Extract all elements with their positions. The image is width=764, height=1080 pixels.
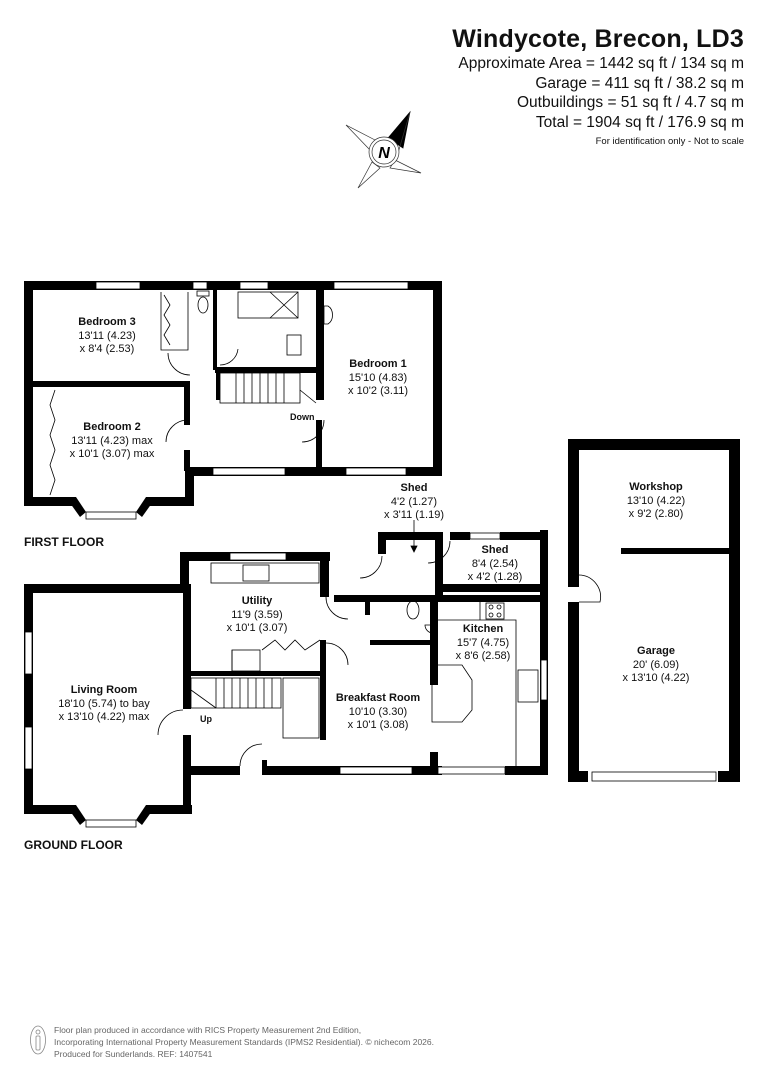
room-dim: 15'7 (4.75)	[456, 636, 510, 649]
room-bedroom-1: Bedroom 1 15'10 (4.83) x 10'2 (3.11)	[348, 358, 408, 399]
footer-line-1: Floor plan produced in accordance with R…	[54, 1025, 362, 1035]
room-name: Workshop	[629, 481, 683, 493]
room-bedroom-3: Bedroom 3 13'11 (4.23) x 8'4 (2.53)	[78, 316, 136, 357]
room-dim: 13'10 (4.22)	[626, 494, 686, 507]
person-info-icon	[30, 1025, 46, 1055]
room-dim: x 10'1 (3.07) max	[69, 448, 155, 460]
room-name: Bedroom 2	[83, 421, 141, 433]
first-floor-walls	[24, 281, 442, 517]
first-floor-fixtures	[49, 290, 333, 496]
room-dim: x 13'10 (4.22) max	[58, 711, 150, 723]
room-dim: x 8'4 (2.53)	[79, 343, 135, 355]
room-name: Kitchen	[462, 623, 504, 635]
footer-line-2: Incorporating International Property Mea…	[54, 1037, 434, 1047]
room-shed-large: Shed 8'4 (2.54) x 4'2 (1.28)	[468, 544, 523, 585]
room-dim: 10'10 (3.30)	[348, 705, 408, 718]
svg-text:N: N	[378, 145, 390, 162]
room-bedroom-2: Bedroom 2 13'11 (4.23) max x 10'1 (3.07)…	[70, 421, 155, 462]
stairs-up-label: Up	[200, 714, 212, 724]
room-dim: x 13'10 (4.22)	[622, 672, 690, 684]
room-name: Bedroom 1	[349, 358, 407, 370]
stairs-down-label: Down	[290, 412, 315, 422]
room-dim: x 3'11 (1.19)	[384, 509, 444, 521]
room-dim: x 10'1 (3.07)	[226, 622, 288, 634]
room-dim: 11'9 (3.59)	[231, 608, 283, 621]
property-title: Windycote, Brecon, LD3	[452, 25, 744, 53]
room-name: Utility	[241, 595, 273, 607]
room-dim: 8'4 (2.54)	[471, 557, 519, 570]
garage-fixtures	[578, 574, 717, 782]
room-dim: x 10'2 (3.11)	[348, 385, 408, 397]
room-name: Garage	[637, 645, 675, 657]
room-name: Shed	[481, 544, 509, 556]
room-dim: 13'11 (4.23) max	[71, 434, 153, 447]
room-dim: x 4'2 (1.28)	[467, 571, 523, 583]
room-living-room: Living Room 18'10 (5.74) to bay x 13'10 …	[58, 684, 149, 725]
room-name: Bedroom 3	[78, 316, 136, 328]
room-dim: x 10'1 (3.08)	[347, 719, 409, 731]
room-shed-small: Shed 4'2 (1.27) x 3'11 (1.19)	[384, 482, 444, 523]
room-utility: Utility 11'9 (3.59) x 10'1 (3.07)	[227, 595, 288, 636]
first-floor-windows	[85, 281, 409, 520]
footer: Floor plan produced in accordance with R…	[30, 1024, 434, 1060]
room-dim: x 9'2 (2.80)	[628, 508, 684, 520]
room-dim: x 8'6 (2.58)	[455, 650, 511, 662]
room-dim: 4'2 (1.27)	[390, 495, 438, 508]
room-name: Living Room	[70, 684, 138, 696]
area-garage: Garage = 411 sq ft / 38.2 sq m	[535, 74, 744, 92]
room-dim: 13'11 (4.23)	[78, 329, 136, 342]
room-garage: Garage 20' (6.09) x 13'10 (4.22)	[623, 645, 690, 686]
plan-header: Windycote, Brecon, LD3 Approximate Area …	[452, 24, 744, 147]
garage-walls	[568, 439, 740, 782]
room-kitchen: Kitchen 15'7 (4.75) x 8'6 (2.58)	[456, 623, 511, 664]
area-approximate: Approximate Area = 1442 sq ft / 134 sq m	[458, 55, 744, 72]
room-breakfast-room: Breakfast Room 10'10 (3.30) x 10'1 (3.08…	[336, 692, 420, 733]
compass-north-icon: N	[345, 110, 422, 189]
area-outbuildings: Outbuildings = 51 sq ft / 4.7 sq m	[516, 94, 744, 111]
room-dim: 18'10 (5.74) to bay	[58, 697, 150, 710]
room-dim: 20' (6.09)	[632, 658, 680, 671]
ground-floor-label: GROUND FLOOR	[24, 838, 123, 852]
disclaimer: For identification only - Not to scale	[595, 136, 744, 147]
area-total: Total = 1904 sq ft / 176.9 sq m	[535, 113, 744, 131]
room-name: Breakfast Room	[335, 692, 421, 704]
room-workshop: Workshop 13'10 (4.22) x 9'2 (2.80)	[627, 481, 685, 522]
first-floor-label: FIRST FLOOR	[24, 535, 104, 549]
ground-floor-windows	[24, 532, 548, 828]
footer-line-3: Produced for Sunderlands. REF: 1407541	[54, 1049, 213, 1059]
room-name: Shed	[400, 482, 428, 494]
ground-floor-fixtures	[157, 520, 539, 767]
room-dim: 15'10 (4.83)	[348, 371, 408, 384]
